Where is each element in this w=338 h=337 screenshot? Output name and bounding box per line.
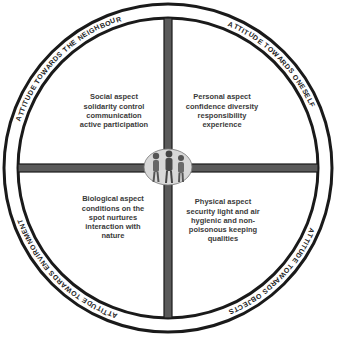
aspect-heading: Physical aspect bbox=[185, 197, 261, 206]
people-figure bbox=[144, 149, 192, 185]
aspect-items: conditions on the spot nurtures interact… bbox=[76, 204, 150, 240]
rim-label: ATTITUDE TOWARDS ONESELF bbox=[226, 19, 317, 110]
rim-letter: R bbox=[115, 15, 122, 23]
outer-rim bbox=[4, 4, 332, 332]
aspect-quadrant: Biological aspectconditions on the spot … bbox=[76, 194, 150, 240]
aspect-heading: Personal aspect bbox=[185, 92, 259, 101]
aspect-heading: Biological aspect bbox=[76, 194, 150, 203]
aspect-heading: Social aspect bbox=[76, 92, 152, 101]
aspect-items: confidence diversity responsibility expe… bbox=[185, 102, 259, 129]
rim-letter: F bbox=[308, 102, 316, 109]
rim-label: ATTITUDE TOWARDS ENVIRONMENT bbox=[15, 216, 120, 320]
aspect-quadrant: Personal aspectconfidence diversity resp… bbox=[185, 92, 259, 129]
aspect-items: solidarity control communication active … bbox=[76, 102, 152, 129]
aspect-quadrant: Social aspectsolidarity control communic… bbox=[76, 92, 152, 129]
inner-rim bbox=[18, 18, 318, 318]
aspect-items: security light and air hygienic and non-… bbox=[185, 207, 261, 243]
aspect-quadrant: Physical aspectsecurity light and air hy… bbox=[185, 197, 261, 243]
rim-label: ATTITUDE TOWARDS THE NEIGHBOUR bbox=[14, 14, 123, 124]
rim-label: ATTITUDE TOWARDS OBJECTS bbox=[226, 226, 317, 317]
